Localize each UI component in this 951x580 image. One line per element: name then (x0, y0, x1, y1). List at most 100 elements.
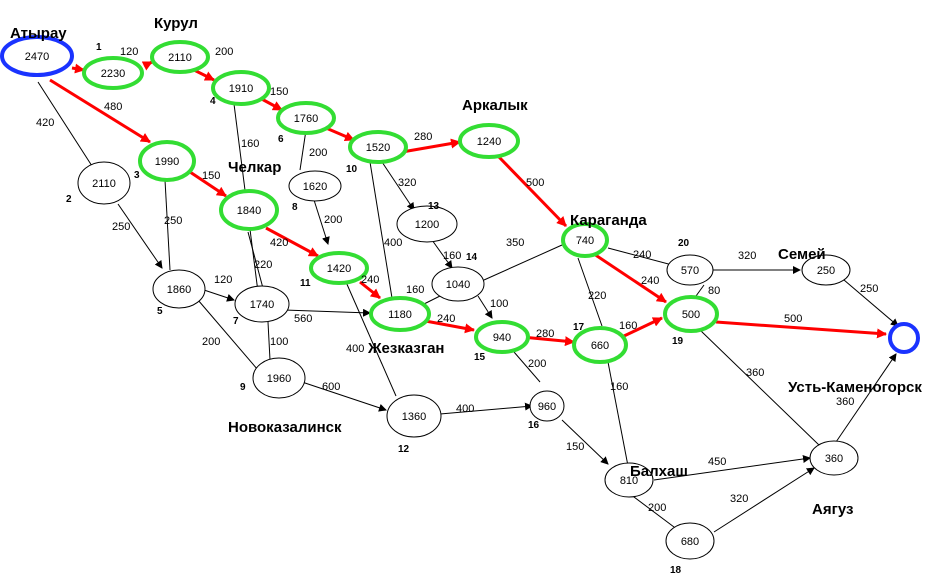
index-10: 10 (346, 164, 358, 175)
edge-13-14 (431, 239, 453, 269)
weight-1-k: 200 (215, 46, 233, 58)
edge-9-12 (301, 381, 387, 412)
node-2 (77, 161, 131, 205)
edge-2-5 (117, 203, 163, 269)
edge-kg-14 (483, 244, 563, 281)
edge-kg-20 (607, 247, 677, 267)
nodes: 2470 2230 2110 1910 1760 1520 1240 1990 … (0, 35, 920, 560)
weight-5-9: 200 (202, 336, 220, 348)
index-20: 20 (678, 238, 690, 249)
path-edges (49, 60, 887, 347)
edge-19-20 (695, 284, 705, 297)
city-kurul: Курул (154, 15, 198, 32)
path-edge-a-kg (496, 154, 568, 228)
node-11-value: 1420 (327, 263, 351, 275)
weight-0-1: 120 (120, 46, 138, 58)
node-16 (529, 390, 565, 422)
node-8 (288, 170, 342, 202)
node-semey-value: 250 (817, 265, 835, 277)
weight-c-7: 220 (254, 259, 272, 271)
weight-19-ay: 360 (746, 367, 764, 379)
weight-0-3: 480 (104, 101, 122, 113)
edge-3-5 (164, 179, 171, 271)
node-1 (82, 56, 144, 90)
weight-4-6: 150 (270, 86, 288, 98)
weight-0-2: 420 (36, 117, 54, 129)
node-balkhash (604, 462, 654, 498)
index-4: 4 (210, 96, 216, 107)
node-2-value: 2110 (92, 178, 116, 190)
node-kurul-value: 2110 (168, 52, 192, 64)
node-8-value: 1620 (303, 181, 327, 193)
node-7-value: 1740 (250, 299, 274, 311)
node-17-value: 660 (591, 340, 609, 352)
node-13 (396, 205, 458, 243)
weight-a-kg: 500 (526, 177, 544, 189)
path-edge-1-k (141, 60, 153, 71)
node-11 (309, 251, 369, 285)
city-labels: Атырау Курул Аркалык Челкар Караганда Се… (10, 15, 922, 518)
node-12 (386, 394, 442, 438)
city-chelkar: Челкар (228, 159, 281, 176)
node-arkalyk-value: 1240 (477, 136, 501, 148)
weight-kg-19: 240 (641, 275, 659, 287)
node-20 (666, 254, 714, 286)
city-karaganda: Караганда (570, 212, 647, 229)
node-6-value: 1760 (294, 113, 318, 125)
index-7: 7 (233, 316, 239, 327)
edge-s-uk (843, 279, 899, 327)
node-ayaguz (809, 440, 859, 476)
node-15-value: 940 (493, 332, 511, 344)
path-edge-kg-19 (593, 252, 667, 304)
weight-ay-uk: 360 (836, 396, 854, 408)
edge-12-16 (439, 402, 533, 415)
edge-5-7 (203, 289, 235, 302)
edge-weights: 120 480 420 200 150 150 160 200 280 500 … (36, 46, 878, 514)
weight-13-14: 160 (443, 250, 461, 262)
node-zhezkazgan-value: 1180 (388, 309, 412, 321)
node-kurul (150, 40, 210, 74)
edge-14-15 (477, 295, 493, 319)
node-4 (211, 70, 271, 106)
edge-b-18 (629, 493, 679, 531)
node-atyrau (0, 35, 74, 77)
weight-19-20: 80 (708, 285, 720, 297)
weight-z-15: 240 (437, 313, 455, 325)
node-atyrau-value: 2470 (25, 51, 49, 63)
weight-7-9: 100 (270, 336, 288, 348)
node-14 (431, 266, 485, 302)
index-8: 8 (292, 202, 298, 213)
node-4-value: 1910 (229, 83, 253, 95)
node-semey (801, 254, 851, 286)
edge-15-16 (513, 351, 541, 383)
weight-8-11: 200 (324, 214, 342, 226)
plain-edges (37, 81, 899, 533)
path-edge-0-3 (49, 78, 151, 144)
index-1: 1 (96, 42, 102, 53)
node-5 (152, 269, 206, 309)
weight-10-z: 400 (384, 237, 402, 249)
weight-18-ay: 320 (730, 493, 748, 505)
weight-20-s: 320 (738, 250, 756, 262)
node-6 (276, 101, 336, 135)
weight-3-5: 250 (164, 215, 182, 227)
city-ayaguz: Аягуз (812, 501, 853, 518)
edge-17-b (607, 361, 629, 467)
node-karaganda-value: 740 (576, 235, 594, 247)
index-2: 2 (66, 194, 72, 205)
weight-c-11: 420 (270, 237, 288, 249)
index-18: 18 (670, 565, 682, 576)
weight-15-16: 200 (528, 358, 546, 370)
node-zhezkazgan (369, 296, 431, 332)
path-edge-6-10 (325, 126, 355, 142)
weight-11-12: 400 (346, 343, 364, 355)
node-1-value: 2230 (101, 68, 125, 80)
city-arkalyk: Аркалык (462, 97, 528, 114)
weight-k-4: 150 (202, 170, 220, 182)
edge-11-12 (345, 281, 397, 397)
index-11: 11 (300, 278, 311, 289)
node-3-value: 1990 (155, 156, 179, 168)
edge-b-ay (653, 455, 811, 481)
edge-6-8 (299, 129, 307, 171)
